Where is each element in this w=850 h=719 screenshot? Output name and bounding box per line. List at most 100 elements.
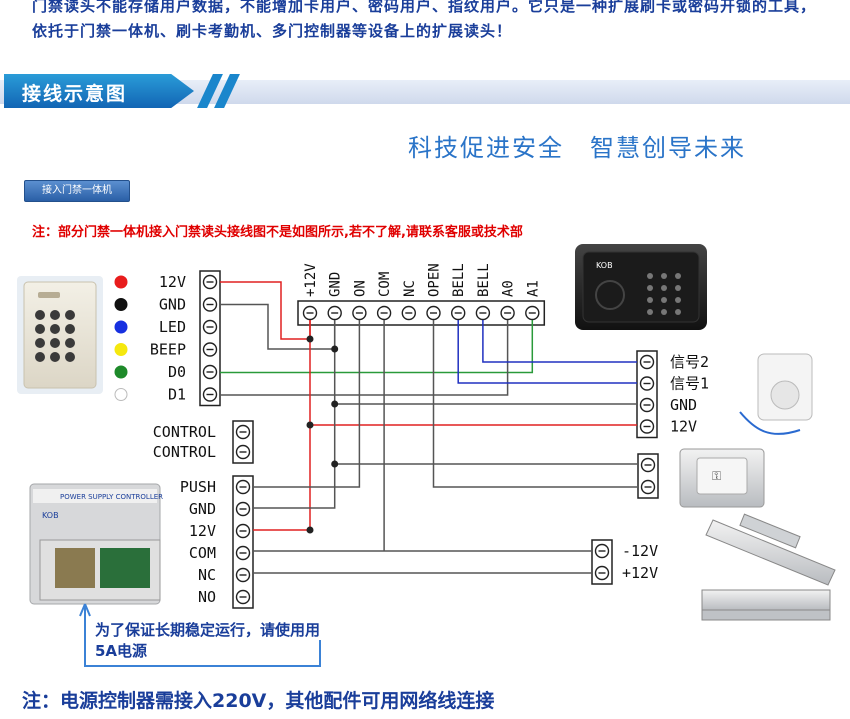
keypad-key [50,338,60,348]
junction-dot [306,421,314,429]
keypad-key [35,338,45,348]
slogan: 科技促进安全 智慧创导未来 [408,134,746,162]
keypad-key [675,273,681,279]
psu-terminal-label: COM [189,544,216,562]
keypad-key [675,309,681,315]
keypad-key [65,324,75,334]
controller-terminal-label: ON [352,280,368,297]
junction-dot [331,345,339,353]
reader-terminal-label: D0 [168,363,186,381]
controller-terminal-label: BELL [451,263,467,297]
control-label: CONTROL [153,443,216,461]
wire [220,320,534,374]
keypad-key [35,310,45,320]
keypad-key [50,310,60,320]
terminal-housing [636,350,658,439]
wires [220,281,637,574]
wire [220,320,509,396]
doorbell-image [739,353,813,435]
controller-terminal-label: COM [377,272,393,297]
psu-terminal-label: 12V [189,522,216,540]
control-label: CONTROL [153,423,216,441]
magnetic-lock-image [701,589,831,621]
keypad-key [65,352,75,362]
power-note: 为了保证长期稳定运行，请使用用5A电源 [95,621,321,660]
electric-bolt-image [705,513,836,586]
color-dot-icon [114,320,128,334]
reader-terminal-label: 12V [159,273,186,291]
note-arrow-icon [79,603,91,617]
keypad-reader-image [17,276,103,394]
lock-terminal-block: -12V +12V [591,539,658,585]
reader-terminal-label: GND [159,296,186,314]
reader-terminal-label: D1 [168,386,186,404]
junction-dot [306,526,314,534]
wire [482,320,637,363]
junction-dot [331,400,339,408]
reader-terminal-label: LED [159,318,186,336]
keypad-key [661,309,667,315]
card-reader-image: KOB [575,244,707,330]
terminal-housing [199,270,221,407]
keypad-key [65,338,75,348]
psu-terminal-block: PUSH GND 12V COM NC NO [180,475,254,609]
psu-terminal-label: GND [189,500,216,518]
doorbell-terminal-label: GND [670,396,697,414]
wire [253,320,361,488]
controller-terminal-label: +12V [303,263,319,297]
connect-controller-button[interactable]: 接入门禁一体机 [24,180,130,202]
keypad-key [50,324,60,334]
color-dot-icon [114,388,128,401]
key-icon: ⚿ [712,469,721,483]
section-title: 接线示意图 [22,83,128,105]
card-reader-brand: KOB [596,261,613,270]
keypad-key [647,297,653,303]
power-supply-image: POWER SUPPLY CONTROLLER KOB [29,483,163,605]
reader-terminal-label: BEEP [150,341,186,359]
psu-brand: KOB [42,511,59,520]
doorbell-terminal-label: 信号2 [670,353,709,371]
controller-terminal-label: A0 [501,280,517,297]
lock-terminal-label: +12V [622,564,658,582]
section-banner: 接线示意图 [0,74,850,108]
bottom-note: 注：电源控制器需接入220V，其他配件可用网络线连接 [22,690,495,712]
exit-button-image: ⚿ [679,448,765,508]
junction-dot [306,335,314,343]
junction-dot [331,460,339,468]
controller-terminal-block: +12V GND ON COM NC OPEN BELL BELL A0 A1 [297,263,546,326]
keypad-key [661,297,667,303]
color-dot-icon [114,343,128,356]
intro-text: 门禁读头不能存储用户数据，不能增加卡用户、密码用户、指纹用户。它只是一种扩展刷卡… [32,0,817,40]
keypad-key [647,309,653,315]
wire [432,320,637,488]
controller-terminal-label: NC [402,280,418,297]
note-bracket [84,604,321,667]
section-tab: 接线示意图 [4,74,194,108]
keypad-key [35,324,45,334]
doorbell-terminal-label: 12V [670,418,697,436]
doorbell-terminal-label: 信号1 [670,375,709,393]
controller-terminal-label: GND [328,272,344,297]
psu-terminal-label: NC [198,566,216,584]
controller-terminal-label: OPEN [427,263,443,297]
psu-header: POWER SUPPLY CONTROLLER [60,493,163,501]
wire [220,281,311,340]
color-dot-icon [114,298,128,311]
keypad-key [35,352,45,362]
lock-terminal-label: -12V [622,542,658,560]
wire [253,320,336,509]
psu-terminal-label: PUSH [180,478,216,496]
wire [253,320,311,531]
controller-terminal-label: BELL [476,263,492,297]
keypad-key [647,285,653,291]
wiring-note: 注：部分门禁一体机接入门禁读头接线图不是如图所示,若不了解,请联系客服或技术部 [32,225,523,240]
terminal-housing [232,475,254,609]
wire [457,320,637,384]
control-terminal-block: CONTROL CONTROL [153,420,254,464]
exit-button-terminal-block [637,453,659,499]
controller-terminal-label: A1 [525,280,541,297]
keypad-key [661,273,667,279]
psu-terminal-label: NO [198,588,216,606]
